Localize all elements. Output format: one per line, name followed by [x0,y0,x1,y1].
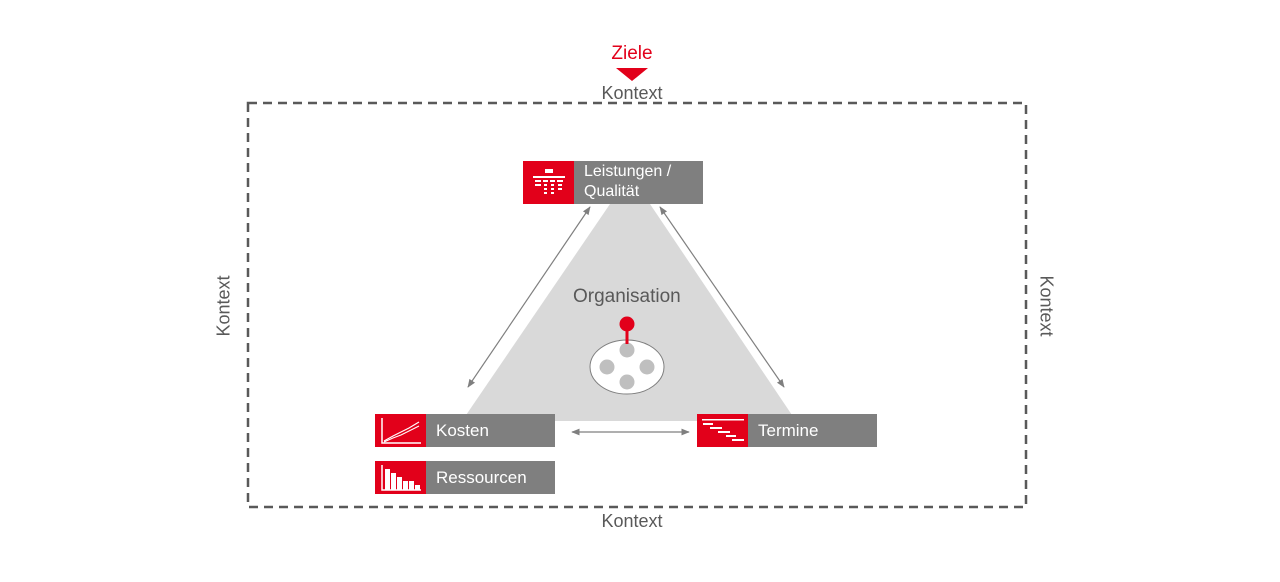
context-label-top: Kontext [601,83,663,103]
leistungen-text: Leistungen / Qualität [574,161,703,204]
organisation-label: Organisation [573,286,681,307]
context-label-right: Kontext [1036,275,1057,337]
arrow-down-icon [616,68,648,81]
termine-label: Termine [748,414,877,447]
gantt-chart-icon [697,414,748,447]
ressourcen-label: Ressourcen [426,461,555,494]
org-member-dot [619,374,635,390]
termine-box: Termine [697,414,877,447]
context-label-bottom: Kontext [601,511,663,531]
cost-curve-icon [375,414,426,447]
context-label-left: Kontext [213,275,234,337]
org-member-dot [639,359,655,375]
kosten-box: Kosten [375,414,555,447]
pin-icon [619,316,635,344]
arrow-leistungen-kosten [467,206,591,388]
context-frame [246,101,1028,509]
goals-label: Ziele [611,43,653,64]
resource-histogram-icon [375,461,426,494]
ressourcen-box: Ressourcen [375,461,555,494]
leistungen-box: Leistungen / Qualität [523,161,703,204]
kosten-label: Kosten [426,414,555,447]
arrow-leistungen-termine [659,206,785,388]
structure-chart-icon [523,161,574,204]
org-member-dot [619,342,635,358]
leistungen-label-line2: Qualität [584,183,640,200]
org-member-dot [599,359,615,375]
leistungen-label-line1: Leistungen / [584,163,672,180]
